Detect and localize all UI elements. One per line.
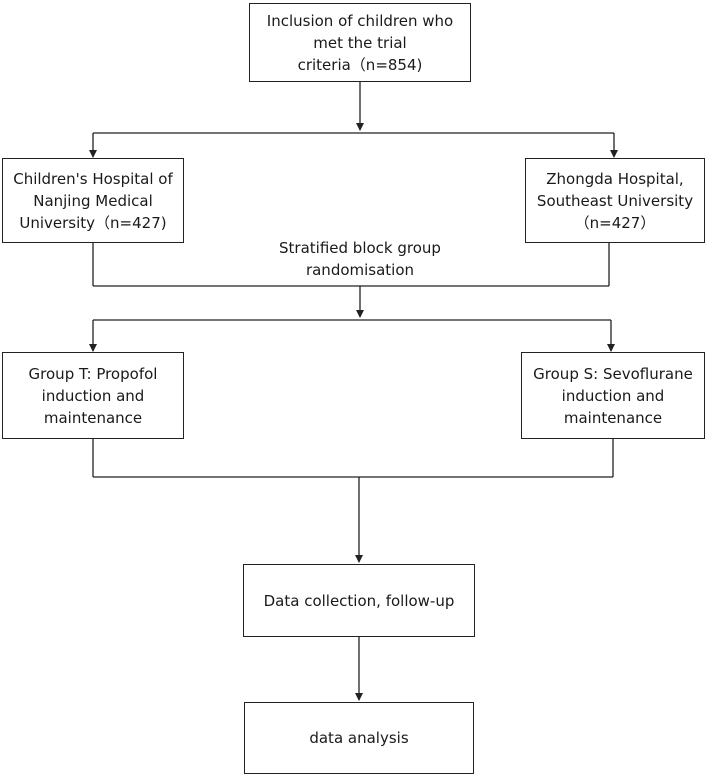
hospital-right-box: Zhongda Hospital, Southeast University （… — [525, 158, 705, 243]
data-collection-box: Data collection, follow-up — [243, 564, 475, 637]
group-t-box: Group T: Propofol induction and maintena… — [2, 352, 184, 439]
hospital-left-box: Children's Hospital of Nanjing Medical U… — [2, 158, 184, 243]
randomisation-label: Stratified block group randomisation — [279, 239, 441, 279]
data-analysis-box: data analysis — [244, 702, 474, 774]
inclusion-box: Inclusion of children who met the trial … — [249, 3, 471, 82]
group-s-box: Group S: Sevoflurane induction and maint… — [521, 352, 705, 439]
